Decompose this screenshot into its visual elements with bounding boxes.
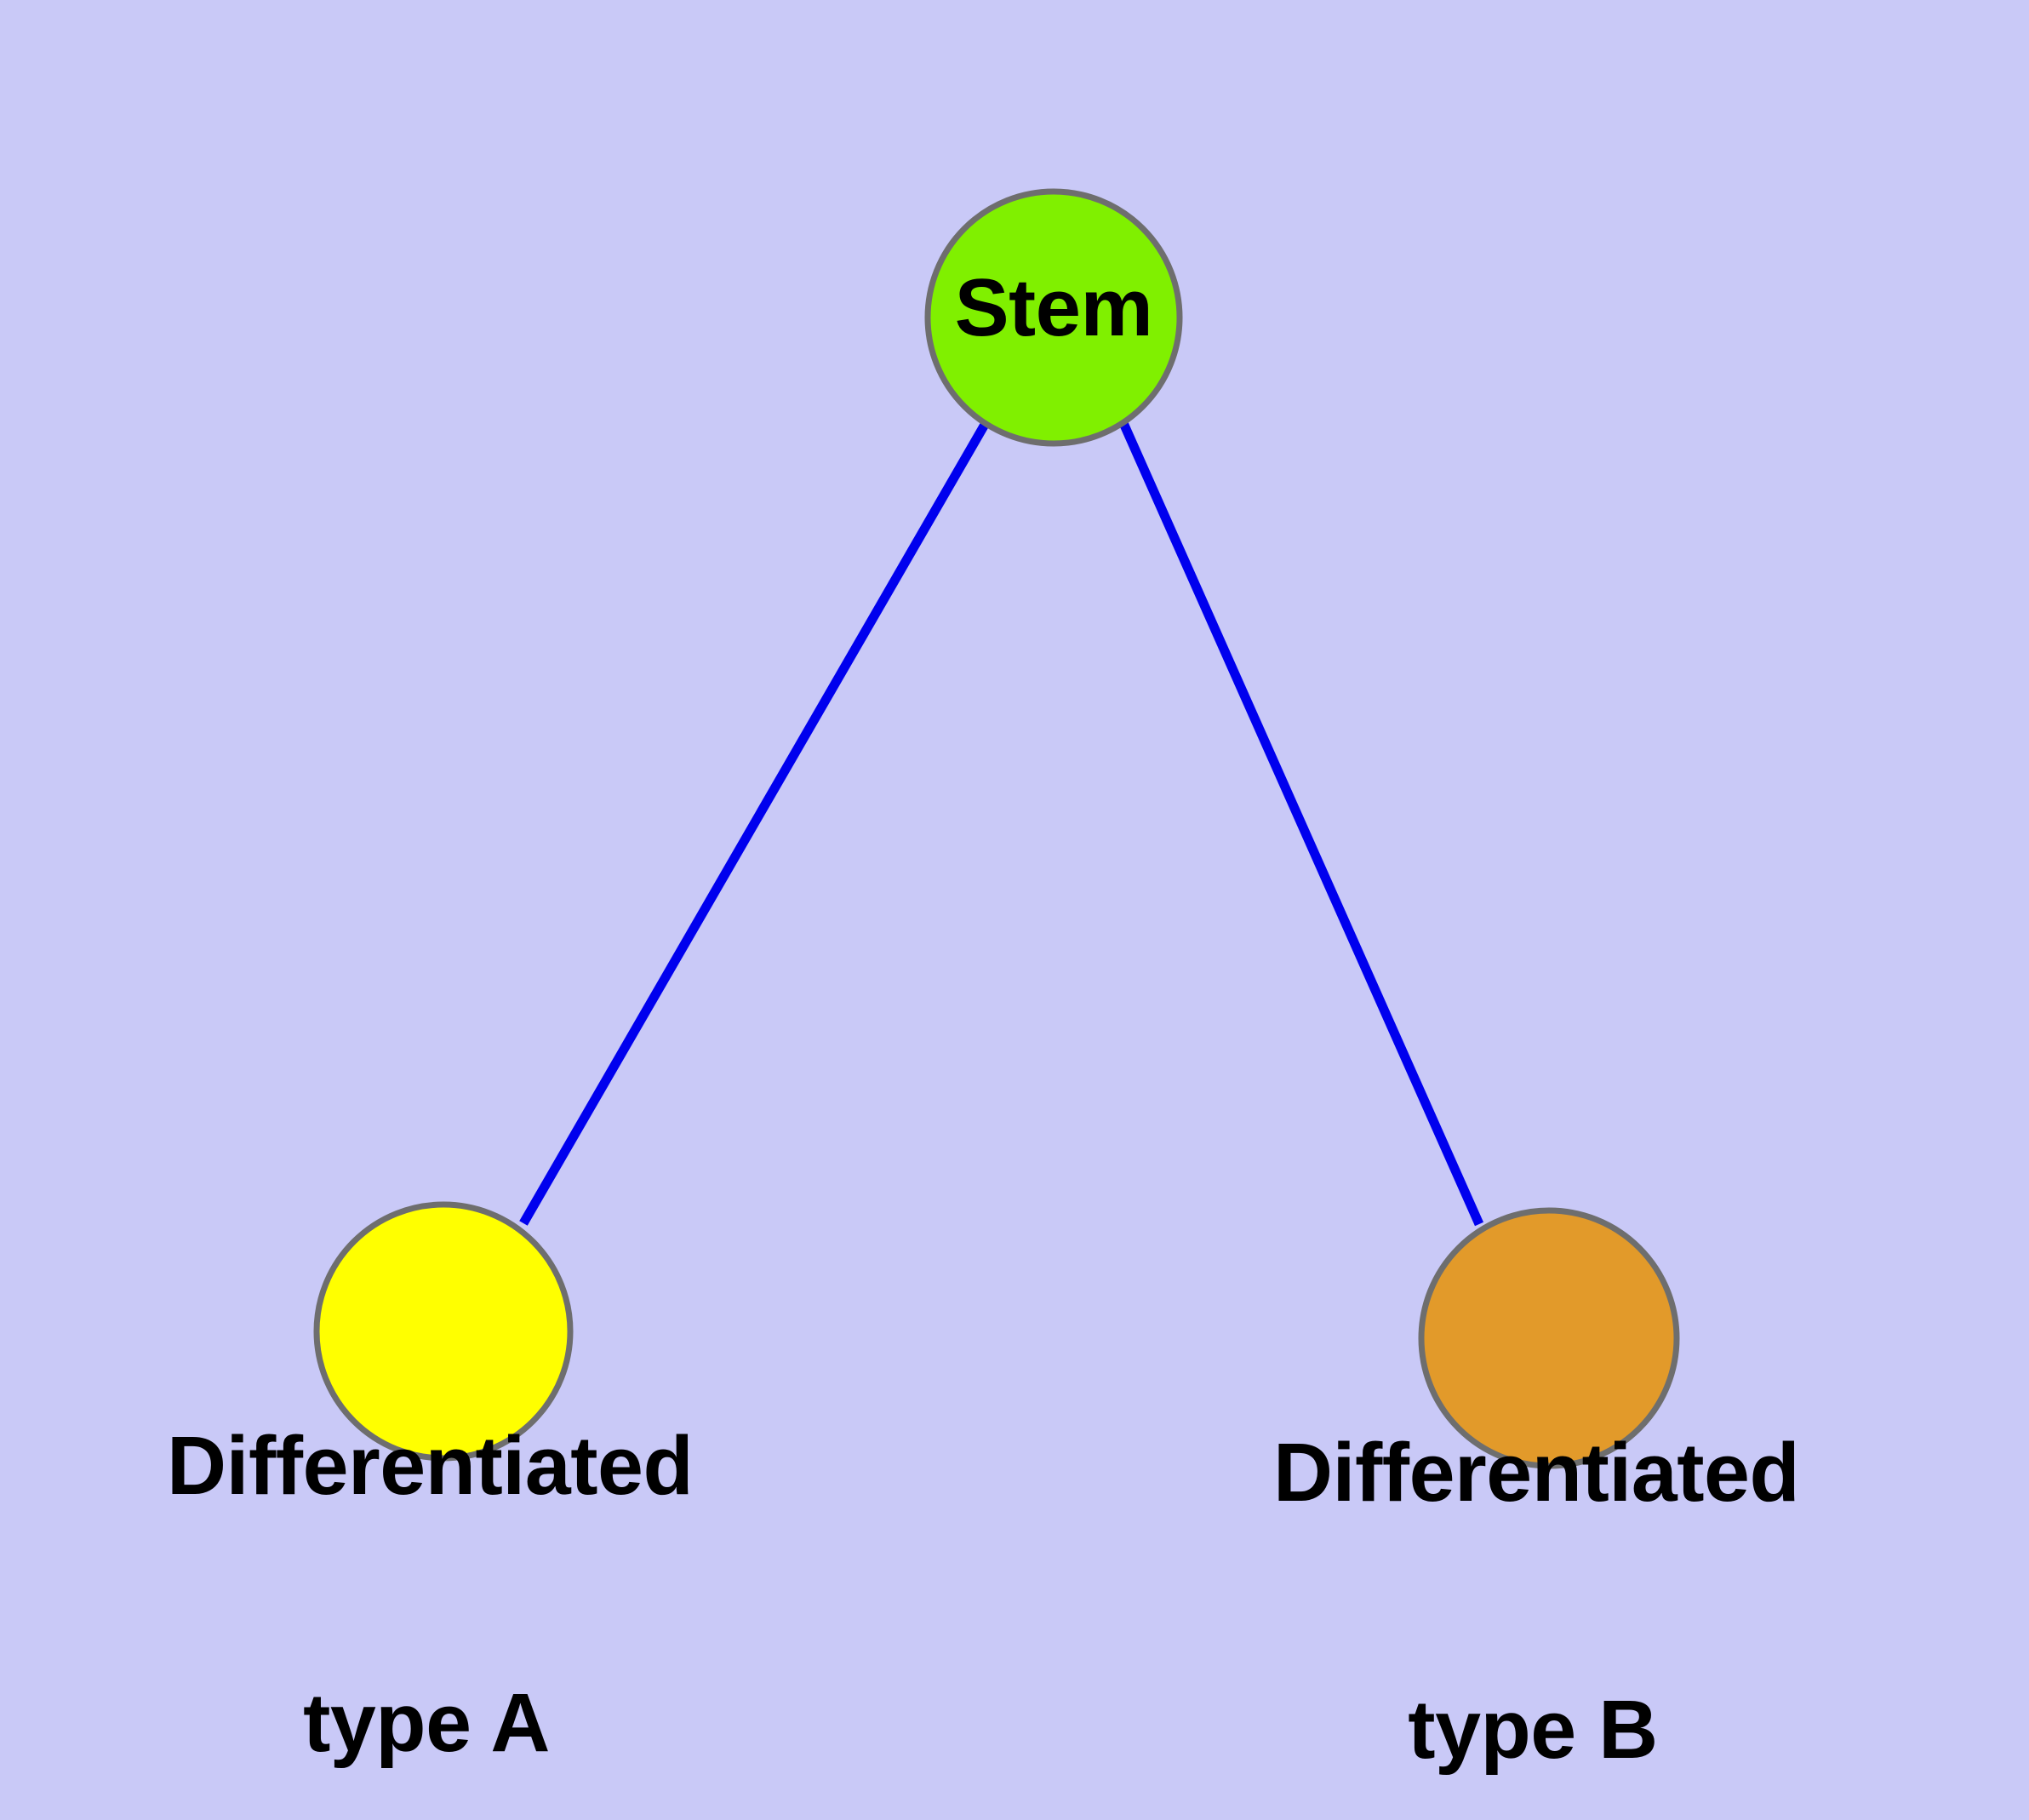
edge-stem-to-differentiated-type-a[interactable] [519,421,990,1226]
node-differentiated-type-a[interactable] [313,1201,574,1462]
node-stem[interactable] [924,188,1183,447]
edge-layer [519,421,1484,1227]
node-differentiated-type-b[interactable] [1418,1207,1680,1469]
node-layer [313,188,1680,1469]
edge-stem-to-differentiated-type-b[interactable] [1118,421,1484,1227]
